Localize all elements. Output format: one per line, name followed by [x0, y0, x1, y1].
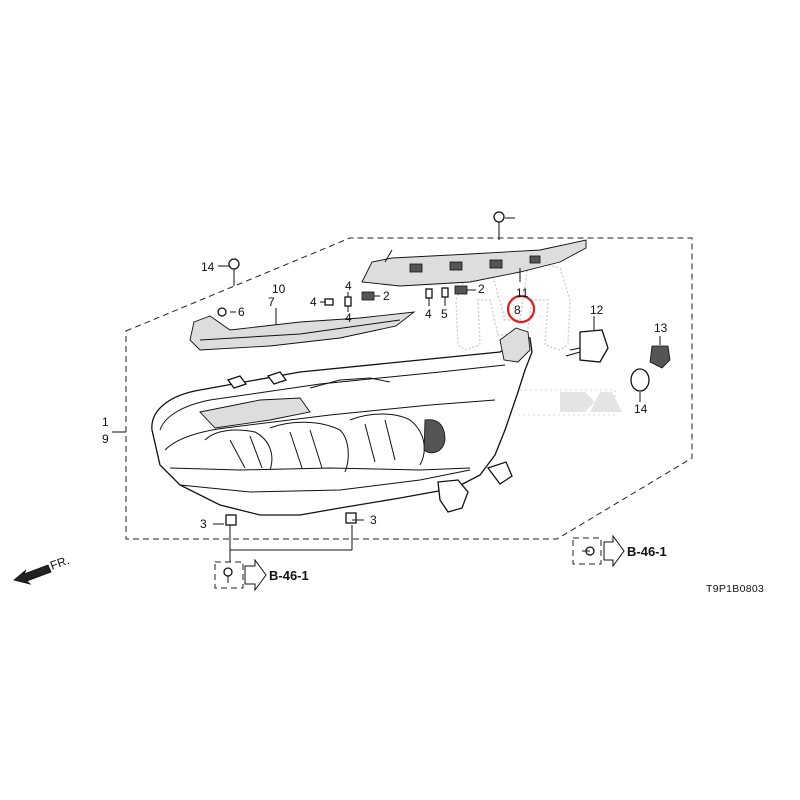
front-direction-arrow: FR.: [13, 553, 71, 585]
callout-1: 1: [102, 415, 109, 429]
callout-2: 2: [383, 289, 390, 303]
callout-4: 4: [345, 279, 352, 293]
fasteners: [217, 285, 468, 526]
callout-3: 3: [200, 517, 207, 531]
front-arrow-label: FR.: [48, 553, 71, 573]
callout-12: 13: [654, 321, 668, 335]
lower-bolt-left: [214, 561, 244, 589]
callout-4: 4: [345, 311, 352, 325]
callout-7: 11: [516, 286, 529, 300]
callout-14: 14: [201, 260, 215, 274]
bolt-14-left: [228, 258, 240, 286]
headlight-assembly: [151, 327, 533, 516]
callout-4: 4: [425, 307, 432, 321]
lower-bolt-right: [572, 537, 602, 565]
callout-4: 4: [310, 295, 317, 309]
reference-arrow-left: B-46-1: [244, 558, 309, 592]
callout-11: 8: [514, 303, 521, 317]
assembly-boundary: [125, 237, 693, 540]
callout-3: 3: [370, 513, 377, 527]
bolt-14-top: [493, 211, 505, 240]
callout-9: 9: [102, 432, 109, 446]
callout-8: 12: [590, 303, 604, 317]
diagram-code: T9P1B0803: [706, 583, 764, 595]
callout-2: 2: [478, 282, 485, 296]
callout-13: 14: [634, 402, 648, 416]
callout-4: 5: [441, 307, 448, 321]
leveling-actuator-part: [565, 329, 609, 363]
bulb-socket-part: [649, 345, 671, 369]
reference-label: B-46-1: [269, 568, 309, 583]
garnish-strip-part: [189, 311, 416, 351]
upper-cover-part: [361, 239, 587, 287]
reference-label: B-46-1: [627, 544, 667, 559]
leader-lines: [112, 217, 661, 562]
callout-5: 6: [238, 305, 245, 319]
dust-cap-part: [630, 368, 650, 392]
callout-6: 10: [272, 282, 286, 296]
callout-10: 7: [268, 295, 275, 309]
reference-arrow-right: B-46-1: [603, 534, 667, 568]
highlight-ring: [506, 294, 536, 324]
